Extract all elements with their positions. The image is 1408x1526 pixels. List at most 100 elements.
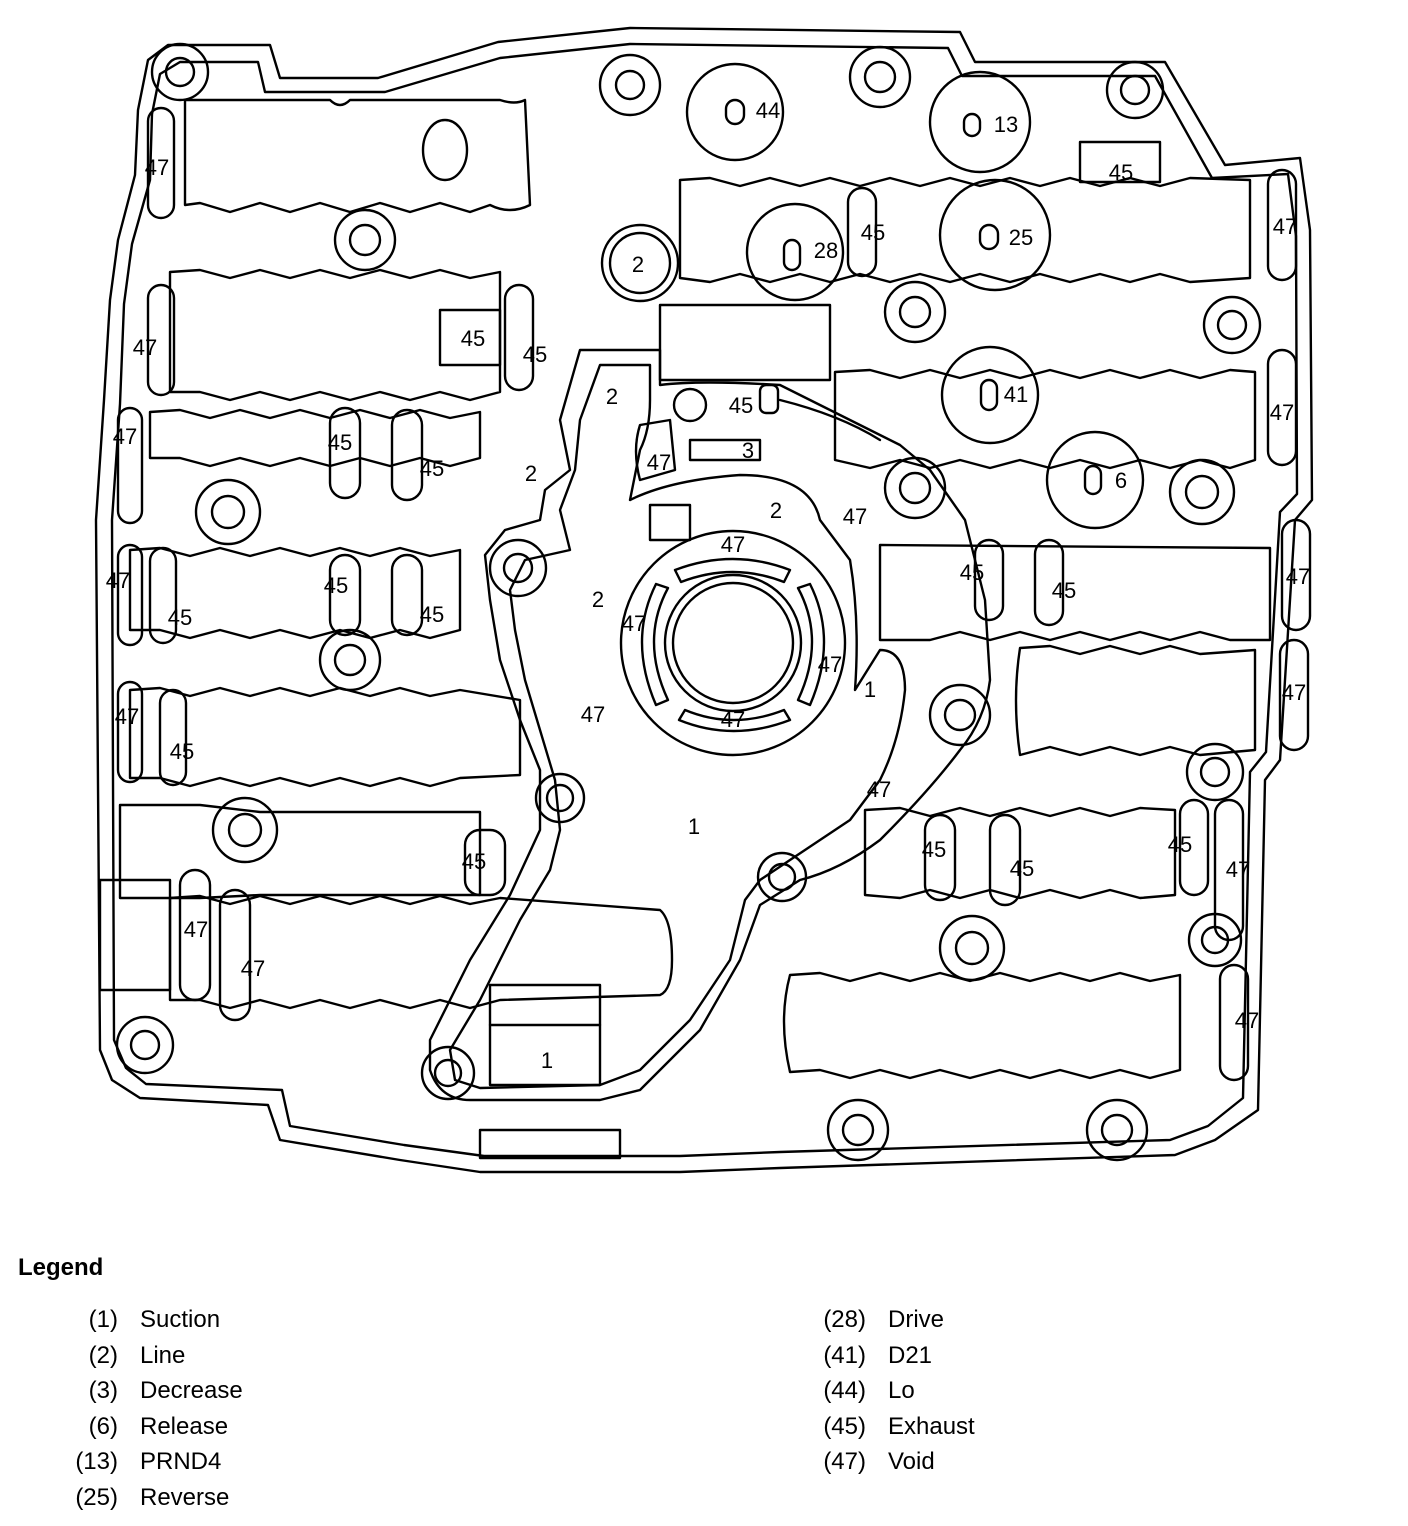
legend-code: (44)	[823, 1377, 866, 1405]
pump-crescent	[796, 582, 826, 707]
legend-label: Exhaust	[888, 1412, 975, 1440]
legend-label: Release	[140, 1412, 229, 1440]
callout: 47	[721, 707, 745, 732]
callout: 47	[184, 917, 208, 942]
legend-label: Lo	[888, 1377, 915, 1405]
valve-body-inner-outline	[110, 42, 1299, 1158]
valve-bore	[168, 268, 502, 402]
slot	[988, 813, 1022, 907]
legend-column-left: (1) Suction (2) Line (3) Decrease (6) Re…	[60, 1305, 242, 1519]
chamber-port	[1083, 464, 1103, 496]
legend-label: Decrease	[140, 1377, 243, 1405]
legend-code: (2)	[88, 1341, 118, 1369]
legend-item: (44) Lo	[808, 1376, 914, 1412]
slot	[146, 283, 176, 397]
callout: 45	[1010, 856, 1034, 881]
valve-bore	[128, 686, 522, 788]
chamber	[940, 345, 1040, 445]
chamber-port	[978, 223, 1000, 251]
callout: 41	[1004, 382, 1028, 407]
callout: 47	[721, 532, 745, 557]
callout: 45	[960, 560, 984, 585]
legend-code: (25)	[75, 1483, 118, 1511]
legend-item: (28) Drive	[808, 1305, 944, 1341]
callout: 47	[622, 611, 646, 636]
bolt-holes	[115, 42, 1262, 1162]
slot	[116, 680, 144, 784]
callout: 45	[861, 220, 885, 245]
slot	[116, 543, 144, 647]
passage	[778, 398, 882, 442]
chamber	[1045, 430, 1145, 530]
chamber-port	[979, 378, 999, 412]
legend-item: (47) Void	[808, 1447, 934, 1483]
callout: 28	[814, 238, 838, 263]
passage	[648, 503, 692, 542]
callout: 45	[729, 393, 753, 418]
legend-code: (1)	[88, 1306, 118, 1333]
legend-code: (45)	[823, 1412, 866, 1440]
callout: 47	[115, 704, 139, 729]
valve-bore	[782, 971, 1182, 1080]
passage	[688, 438, 762, 462]
legend-code: (3)	[88, 1377, 118, 1405]
callout: 47	[1226, 857, 1250, 882]
callout: 2	[632, 252, 644, 277]
callout: 2	[592, 587, 604, 612]
passage	[98, 878, 172, 992]
callout: 2	[770, 498, 782, 523]
callout: 47	[818, 652, 842, 677]
callout: 47	[1286, 564, 1310, 589]
slot	[116, 406, 144, 525]
callout: 45	[170, 739, 194, 764]
valve-bore	[1014, 644, 1257, 757]
legend-item: (13) PRND4	[60, 1447, 221, 1483]
callout: 47	[647, 450, 671, 475]
slot	[390, 408, 424, 502]
slot	[328, 553, 362, 637]
valve-bore	[658, 303, 832, 382]
callout: 45	[420, 456, 444, 481]
slot	[1266, 168, 1298, 282]
legend-code: (47)	[823, 1448, 866, 1476]
callout: 45	[420, 602, 444, 627]
callout: 45	[324, 573, 348, 598]
legend-column-right: (28) Drive (41) D21 (44) Lo (45) Exhaust…	[808, 1305, 974, 1483]
callout: 45	[1052, 578, 1076, 603]
valve-bore	[148, 408, 482, 468]
callout: 3	[742, 438, 754, 463]
slot	[973, 538, 1005, 622]
callout: 2	[606, 384, 618, 409]
callout: 45	[461, 326, 485, 351]
pump-channel	[448, 363, 907, 1090]
callout: 47	[1235, 1008, 1259, 1033]
callout: 2	[525, 461, 537, 486]
slot	[218, 888, 252, 1022]
slot	[1033, 538, 1065, 627]
legend-code: (28)	[823, 1306, 866, 1333]
pump-bore-inner	[671, 581, 795, 705]
callout: 45	[168, 605, 192, 630]
chamber	[421, 118, 469, 182]
slot	[148, 546, 178, 645]
legend-item: (6) Release	[60, 1412, 228, 1448]
slot	[463, 828, 507, 897]
pump-crescent	[640, 582, 670, 707]
callout: 47	[1270, 400, 1294, 425]
passage	[1078, 140, 1162, 184]
legend-code: (6)	[88, 1412, 118, 1440]
callout: 47	[581, 702, 605, 727]
callout: 47	[241, 956, 265, 981]
slot	[158, 688, 188, 787]
slot	[1280, 518, 1312, 632]
slot	[1178, 798, 1210, 897]
callout: 6	[1115, 468, 1127, 493]
legend-item: (25) Reverse	[60, 1483, 229, 1519]
callout: 47	[133, 335, 157, 360]
chamber	[928, 70, 1032, 174]
legend-label: PRND4	[140, 1448, 222, 1476]
slot	[1218, 963, 1250, 1082]
slot	[390, 553, 424, 637]
callout: 45	[462, 849, 486, 874]
valve-bore	[878, 543, 1272, 642]
